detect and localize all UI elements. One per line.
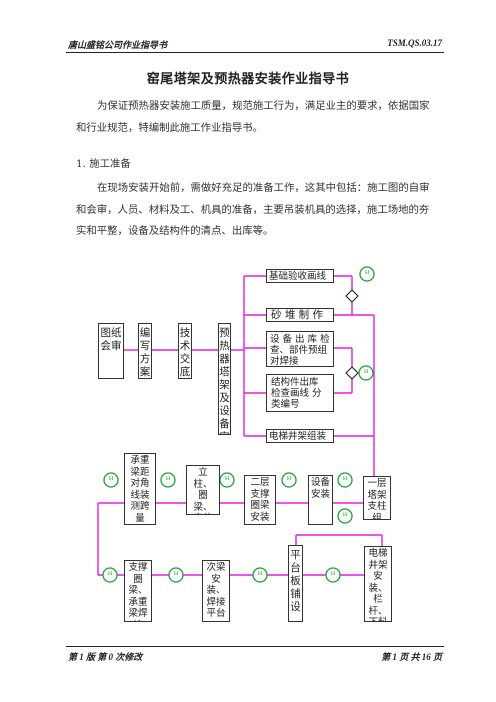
footer-page-number: 第 1 页 共 16 页 bbox=[381, 652, 442, 662]
box-second-brace: 二层支撑圈梁安装 bbox=[244, 475, 276, 525]
box-tech-briefing: 技术交底 bbox=[178, 323, 192, 379]
box-platform-laying: 平台板铺设 bbox=[288, 545, 303, 622]
marker-label: H bbox=[342, 512, 348, 518]
stage-marker bbox=[325, 567, 341, 583]
box-foundation-check: 基础验收画线 bbox=[266, 269, 334, 283]
intro-paragraph: 为保证预热器安装施工质量，规范施工行为，满足业主的要求，依据国家和行业规范，特编… bbox=[76, 100, 430, 134]
box-preheater-install: 预热器塔架及设备安装 bbox=[218, 323, 231, 435]
marker-label: H bbox=[330, 571, 336, 577]
box-support-beam-weld: 支撑圈梁、承重梁焊接 bbox=[124, 560, 152, 622]
header-company: 唐山盛铭公司作业指导书 bbox=[68, 40, 168, 50]
header-rule bbox=[66, 52, 444, 53]
stage-marker bbox=[219, 472, 235, 488]
box-secondary-beam: 次梁安装、焊接平台 bbox=[202, 560, 230, 622]
marker-label: H bbox=[363, 369, 369, 375]
marker-label: H bbox=[224, 476, 230, 482]
box-equipment-install: 设备安装 bbox=[308, 475, 333, 525]
box-drawing-review: 图纸会审 bbox=[98, 323, 124, 379]
marker-label: H bbox=[342, 476, 348, 482]
box-column-weld: 立柱、圈梁、定位焊接找 bbox=[186, 465, 220, 515]
box-equipment-outbound: 设 备 出 库 检查、部件预组对焊接 bbox=[266, 331, 334, 367]
stage-marker bbox=[337, 472, 353, 488]
stage-marker bbox=[281, 472, 297, 488]
marker-label: H bbox=[165, 476, 171, 482]
stage-marker bbox=[160, 472, 176, 488]
marker-label: H bbox=[108, 476, 114, 482]
box-write-plan: 编写方案 bbox=[138, 323, 152, 379]
box-structure-outbound: 结构件出库 检查画线 分类编号 bbox=[266, 374, 334, 412]
box-elevator-frame: 电梯井架组装 bbox=[266, 429, 334, 443]
document-title: 窑尾塔架及预热器安装作业指导书 bbox=[146, 72, 350, 87]
box-beam-span-check: 承重梁距对角线装测跨量 bbox=[124, 453, 156, 525]
stage-marker bbox=[103, 472, 119, 488]
junction-diamond bbox=[345, 366, 359, 380]
box-sand-pile: 砂 堆 制 作 bbox=[266, 308, 334, 322]
page-header: 唐山盛铭公司作业指导书 TSM.QS.03.17 bbox=[68, 38, 442, 52]
marker-label: H bbox=[107, 571, 113, 577]
stage-marker bbox=[252, 567, 268, 583]
stage-marker bbox=[337, 508, 353, 524]
marker-label: H bbox=[364, 270, 370, 276]
stage-marker bbox=[359, 266, 375, 282]
junction-diamond bbox=[345, 289, 359, 303]
box-elevator-shaft: 电梯井架安装、栏杆、下料管等安装 bbox=[364, 546, 392, 622]
footer-edition: 第 1 版 第 0 次修改 bbox=[68, 652, 143, 662]
marker-label: H bbox=[257, 571, 263, 577]
box-first-layer-tower: 一层塔架支柱组 bbox=[363, 476, 391, 520]
header-doc-number: TSM.QS.03.17 bbox=[387, 38, 442, 48]
marker-label: H bbox=[173, 571, 179, 577]
section-body: 在现场安装开始前，需做好充足的准备工作，这其中包括：施工图的自审和会审，人员、材… bbox=[76, 182, 430, 237]
marker-label: H bbox=[286, 476, 292, 482]
section-heading: 1. 施工准备 bbox=[76, 158, 131, 170]
stage-marker bbox=[102, 567, 118, 583]
page-footer: 第 1 版 第 0 次修改 第 1 页 共 16 页 bbox=[68, 650, 442, 664]
stage-marker bbox=[358, 365, 374, 381]
stage-marker bbox=[168, 567, 184, 583]
footer-rule bbox=[66, 646, 444, 647]
